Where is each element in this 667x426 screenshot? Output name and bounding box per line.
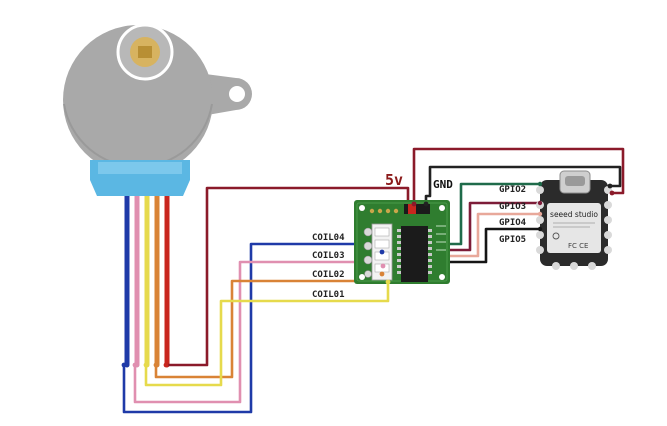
xiao-microcontroller-icon: seeed studio FC CE [536,170,612,270]
wire-motor-red-to-5v [164,186,410,367]
label-coil3: COIL03 [312,251,345,261]
wire-gnd [424,165,622,206]
wire-coil3-pink [133,260,385,404]
labels: 5v GND GPIO2 GPIO3 GPIO4 GPIO5 COIL04 CO… [312,171,527,300]
label-coil4: COIL04 [312,233,345,243]
wires [122,147,625,414]
wire-gpio3 [430,201,542,252]
stepper-motor-icon [63,23,252,196]
wire-coil1-yellow [144,280,390,387]
label-coil2: COIL02 [312,270,345,280]
label-5v: 5v [385,171,403,189]
label-coil1: COIL01 [312,290,345,300]
label-gpio5: GPIO5 [499,235,526,245]
connection-dots [121,181,615,368]
label-gnd: GND [433,178,453,191]
label-gpio3: GPIO3 [499,202,526,212]
wire-5v [412,147,625,206]
label-gpio2: GPIO2 [499,185,526,195]
label-gpio4: GPIO4 [499,218,527,228]
svg-text:FC CE: FC CE [568,242,588,250]
wire-coil2-orange [154,272,384,379]
wire-gpio4 [430,212,542,258]
uln2003-driver-board-icon [354,200,450,284]
xiao-brand-label: seeed studio [550,210,598,219]
wire-gpio5 [430,227,542,264]
